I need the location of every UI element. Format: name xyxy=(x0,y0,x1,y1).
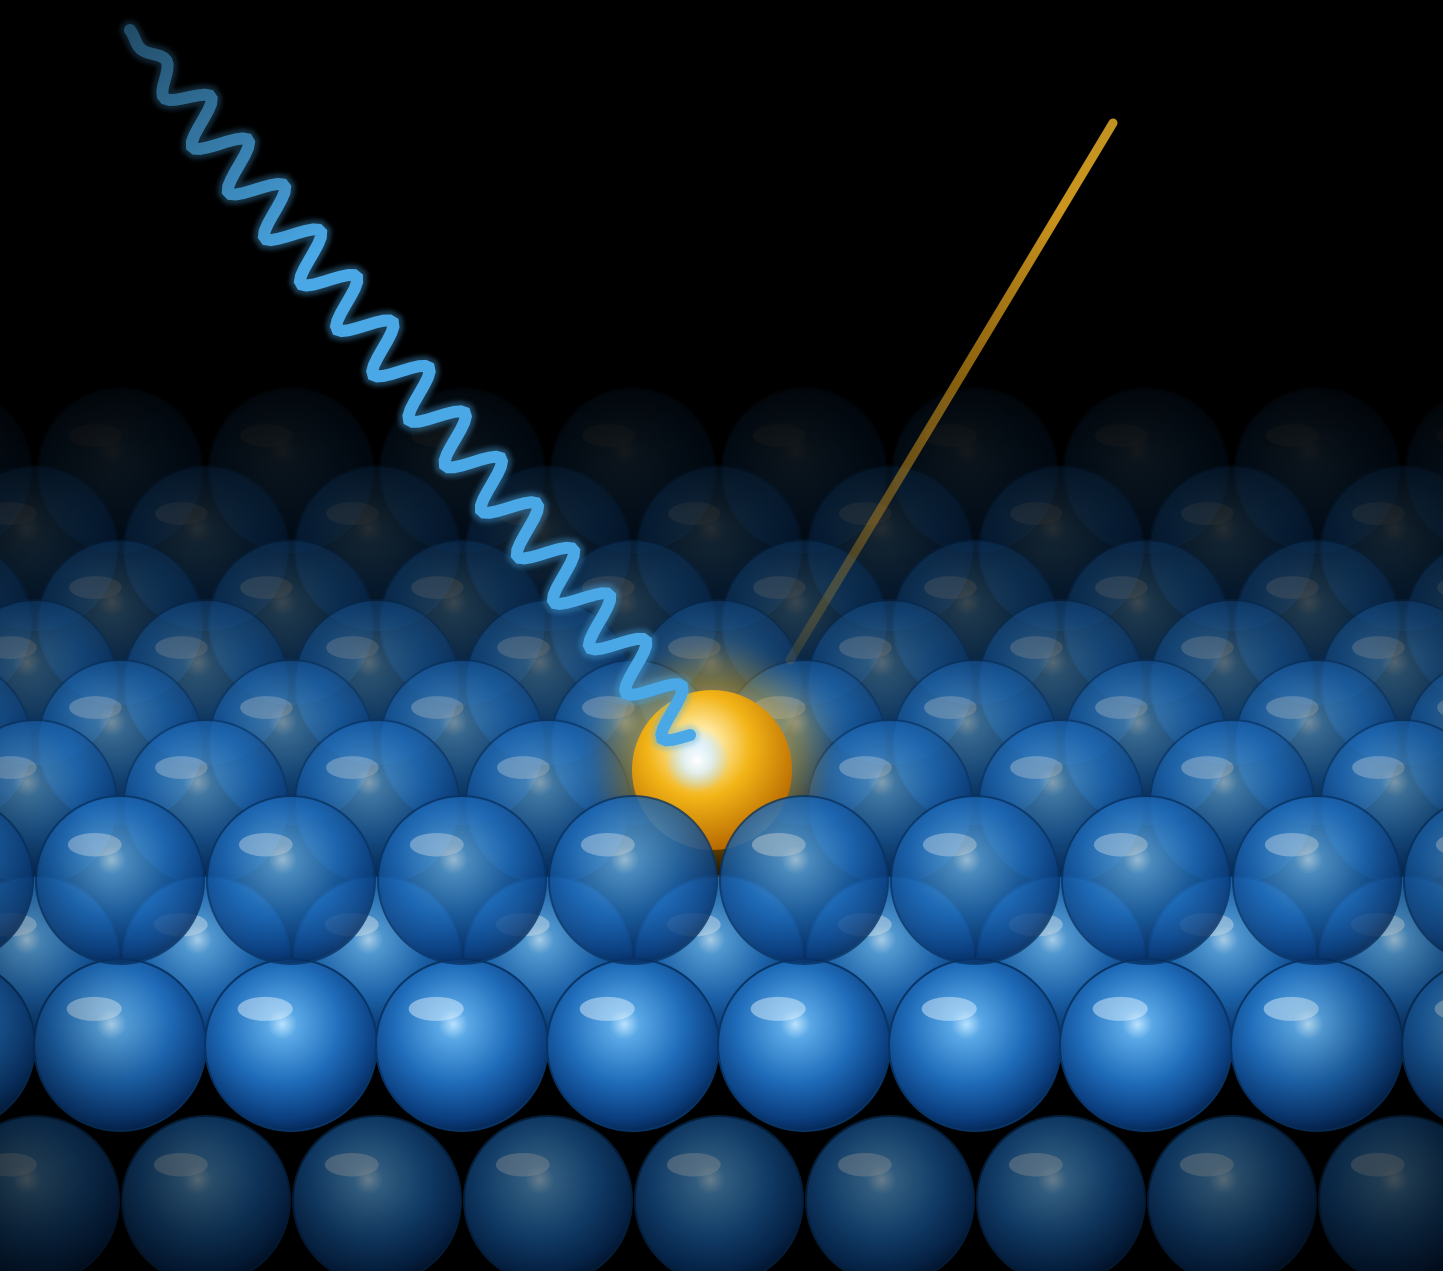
vignette xyxy=(0,0,1443,1271)
photoemission-scene xyxy=(0,0,1443,1271)
